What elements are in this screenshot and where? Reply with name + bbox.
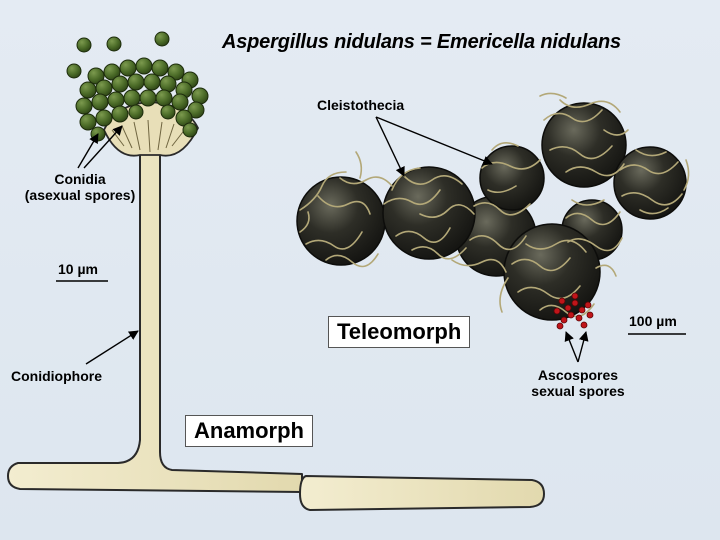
ascospores-label-line2: sexual spores	[531, 383, 625, 399]
page-title: Aspergillus nidulans = Emericella nidula…	[222, 31, 621, 53]
conidia-arrow-1	[77, 133, 99, 169]
anamorph-box: Anamorph	[185, 415, 313, 447]
anamorph-scale-label: 10 µm	[58, 261, 98, 277]
hypha	[7, 149, 546, 512]
teleomorph-box: Teleomorph	[328, 316, 471, 348]
arrows	[77, 116, 589, 365]
conidia-label: Conidia (asexual spores)	[8, 171, 152, 203]
conidia-label-line2: (asexual spores)	[24, 187, 136, 203]
ascospores	[553, 292, 594, 330]
cleistothecia-label: Cleistothecia	[317, 97, 405, 113]
cleistothecia	[296, 102, 687, 321]
conidia-label-line1: Conidia	[54, 171, 106, 187]
conidiophore-label: Conidiophore	[11, 368, 102, 384]
cleistothecia-arrow-2	[375, 116, 493, 166]
ascospores-label-line1: Ascospores	[537, 367, 619, 383]
conidia-cluster	[66, 31, 209, 142]
teleomorph-scale-label: 100 µm	[629, 313, 677, 329]
ascospores-arrow-1	[564, 331, 579, 363]
conidia-arrow-2	[83, 125, 123, 169]
ascospores-arrow-2	[577, 331, 589, 363]
cleistothecia-arrow-1	[375, 116, 405, 177]
conidiophore-arrow	[85, 330, 139, 365]
ascospores-label: Ascospores sexual spores	[514, 367, 642, 399]
